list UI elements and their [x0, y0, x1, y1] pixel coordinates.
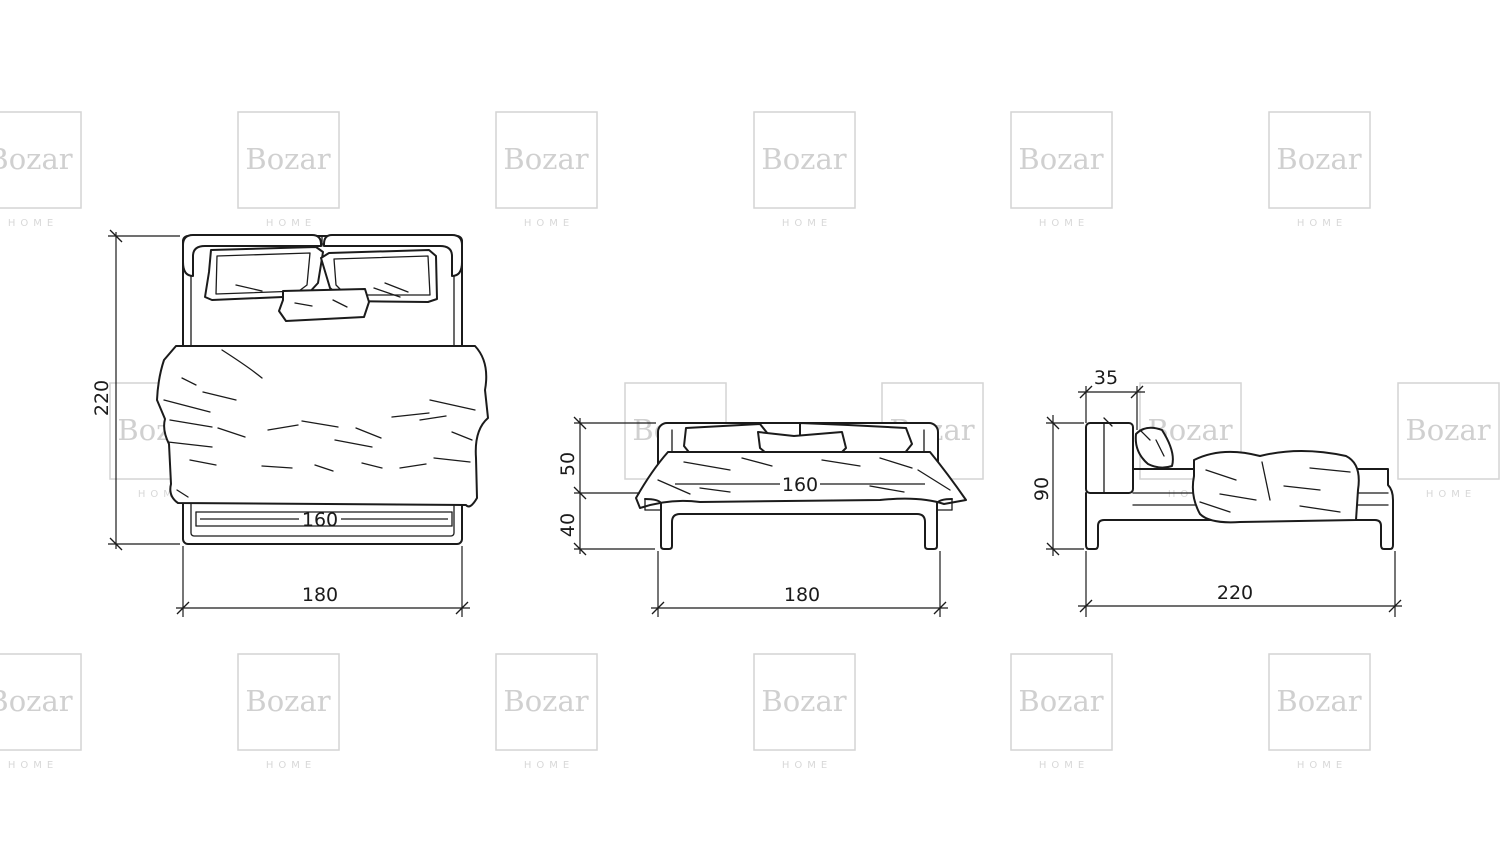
- svg-text:HOME: HOME: [1426, 489, 1476, 500]
- svg-text:HOME: HOME: [1297, 760, 1347, 771]
- front-view: 160 50 40 180: [557, 416, 967, 617]
- dim-label: 220: [1217, 582, 1253, 604]
- svg-text:HOME: HOME: [782, 218, 832, 229]
- svg-text:Bozar: Bozar: [761, 684, 846, 718]
- svg-text:HOME: HOME: [524, 760, 574, 771]
- duvet: [635, 451, 967, 509]
- svg-text:Bozar: Bozar: [0, 684, 73, 718]
- bed-base: [1085, 468, 1394, 550]
- pillow: [278, 288, 370, 322]
- dim-label: 160: [782, 474, 818, 496]
- svg-text:HOME: HOME: [8, 760, 58, 771]
- svg-text:Bozar: Bozar: [761, 142, 846, 176]
- dim-label: 90: [1031, 477, 1053, 501]
- dim-label: 35: [1094, 367, 1118, 389]
- headboard-cushion: [323, 234, 463, 277]
- svg-text:Bozar: Bozar: [1018, 684, 1103, 718]
- pillow: [333, 255, 431, 296]
- svg-text:HOME: HOME: [524, 218, 574, 229]
- bed-base: [644, 498, 953, 550]
- svg-text:HOME: HOME: [1297, 218, 1347, 229]
- pillow: [215, 252, 311, 295]
- svg-text:Bozar: Bozar: [1018, 142, 1103, 176]
- headboard-cushion: [182, 234, 322, 277]
- svg-text:HOME: HOME: [1039, 218, 1089, 229]
- svg-text:HOME: HOME: [1039, 760, 1089, 771]
- svg-text:Bozar: Bozar: [503, 142, 588, 176]
- headboard-cushion: [1085, 422, 1134, 494]
- svg-text:HOME: HOME: [266, 760, 316, 771]
- svg-text:HOME: HOME: [8, 218, 58, 229]
- dim-label: 220: [91, 380, 113, 416]
- dim-label: 160: [302, 509, 338, 531]
- dim-label: 180: [784, 584, 820, 606]
- duvet: [156, 345, 489, 508]
- top-view: 160 220 180: [91, 229, 489, 617]
- svg-text:Bozar: Bozar: [503, 684, 588, 718]
- svg-text:HOME: HOME: [138, 489, 188, 500]
- pillow: [1134, 426, 1174, 469]
- svg-text:HOME: HOME: [266, 218, 316, 229]
- svg-text:Bozar: Bozar: [245, 142, 330, 176]
- svg-text:HOME: HOME: [782, 760, 832, 771]
- dim-label: 180: [302, 584, 338, 606]
- svg-text:HOME: HOME: [1168, 489, 1218, 500]
- dim-label: 50: [557, 452, 579, 476]
- svg-text:Bozar: Bozar: [1276, 684, 1361, 718]
- dim-label: 40: [557, 513, 579, 537]
- svg-text:Bozar: Bozar: [0, 142, 73, 176]
- side-view: 35 90 220: [1031, 367, 1402, 617]
- svg-text:Bozar: Bozar: [1276, 142, 1361, 176]
- svg-text:Bozar: Bozar: [245, 684, 330, 718]
- svg-text:Bozar: Bozar: [1405, 413, 1490, 447]
